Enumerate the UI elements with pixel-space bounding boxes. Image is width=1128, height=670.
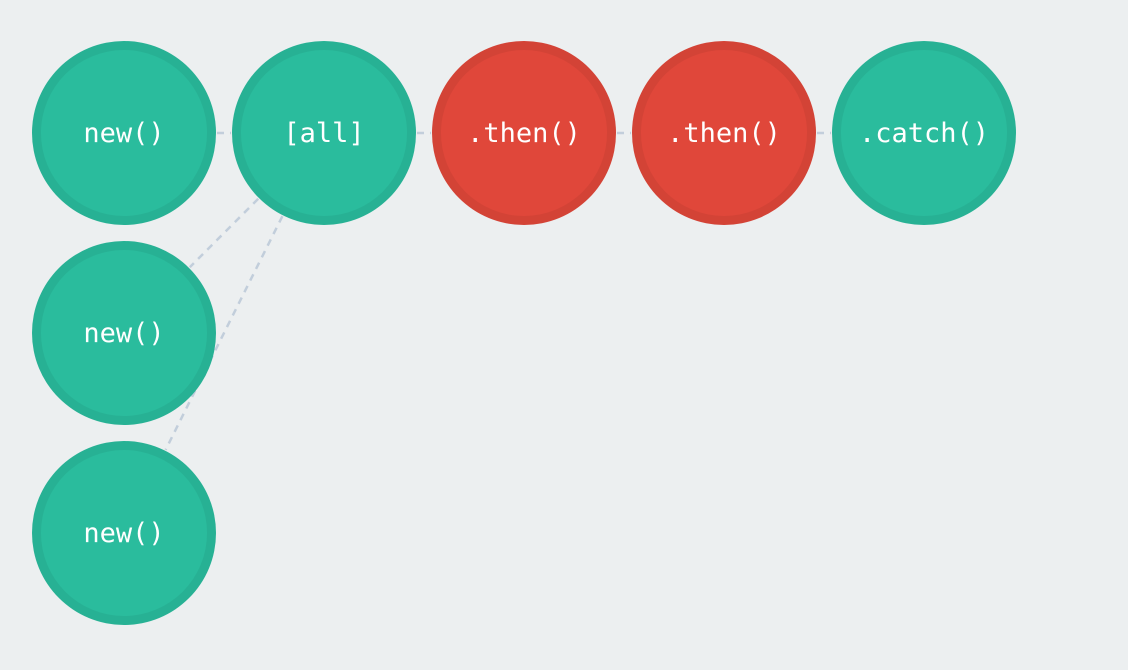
promise-node-label: .catch() <box>858 117 990 149</box>
connector-line <box>188 197 260 269</box>
promise-node-rejected: .then() <box>632 41 816 225</box>
promise-node-fulfilled: [all] <box>232 41 416 225</box>
promise-node-fulfilled: new() <box>32 441 216 625</box>
promise-node-label: [all] <box>283 117 365 149</box>
promise-node-fulfilled: new() <box>32 41 216 225</box>
promise-node-rejected: .then() <box>432 41 616 225</box>
connector-line <box>164 215 284 451</box>
promise-node-label: new() <box>83 117 165 149</box>
promise-node-label: new() <box>83 517 165 549</box>
promise-node-label: new() <box>83 317 165 349</box>
promise-node-fulfilled: new() <box>32 241 216 425</box>
promise-node-label: .then() <box>467 117 581 149</box>
promise-node-fulfilled: .catch() <box>832 41 1016 225</box>
promise-node-label: .then() <box>667 117 781 149</box>
